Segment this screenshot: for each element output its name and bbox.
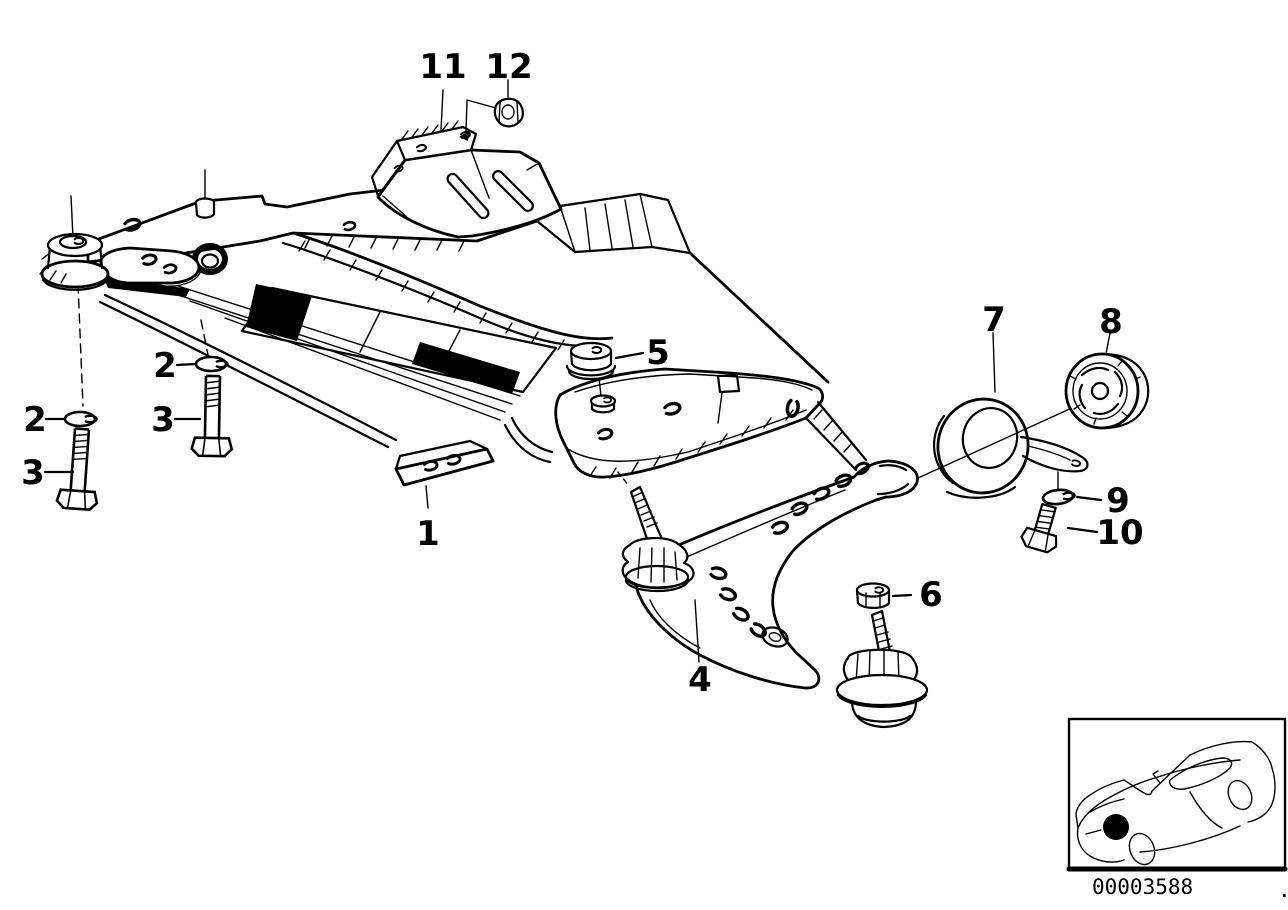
front-ball-joint: [621, 485, 695, 593]
bolt-10: [1020, 502, 1058, 554]
dashed-axis-mid-bolt: [200, 319, 209, 356]
location-marker-dot: [1103, 814, 1129, 840]
self-locking-nut-5: [565, 341, 617, 397]
dashed-axis-left-bolt: [77, 283, 84, 407]
ramp-fold-lines: [279, 294, 461, 369]
callout-6: 6: [919, 575, 943, 615]
plate-pin: [194, 197, 216, 219]
subframe-front-edge: [98, 293, 398, 449]
car-outline-icon: [1075, 740, 1276, 866]
leader-7: [992, 332, 996, 393]
car-thumbnail: 00003588 .: [1066, 717, 1288, 902]
beam-ramp-face: [240, 286, 558, 394]
beam-top-edge-inner: [281, 241, 600, 348]
beam-shadow-fill-right: [412, 342, 520, 394]
right-wing-plate: [554, 367, 868, 479]
callout-2-left: 2: [23, 400, 47, 440]
plate-end-fold: [535, 192, 692, 255]
dashed-axis-ball-joint: [617, 471, 630, 487]
axis-line-left-mount: [70, 195, 74, 239]
callout-10: 10: [1096, 513, 1143, 553]
callout-7: 7: [982, 300, 1006, 340]
left-mount-cup: [39, 232, 110, 291]
leader-2-mid: [175, 362, 197, 367]
bushing-clamp-7: [932, 397, 1089, 499]
callout-leaders: [43, 79, 1111, 663]
washer-2-left: [63, 410, 98, 428]
left-wing-pad: [99, 246, 202, 297]
stray-mark: .: [1278, 878, 1288, 902]
leader-9: [1075, 495, 1103, 502]
leader-arrowhead: [459, 131, 469, 141]
bolt-3-left: [55, 426, 104, 512]
rubber-bushing-8: [1064, 352, 1150, 430]
leader-10: [1066, 526, 1099, 534]
leader-1: [425, 485, 429, 509]
leader-6: [891, 593, 913, 598]
washer-9: [1041, 487, 1077, 507]
leader-8: [1105, 332, 1111, 355]
beam-leaf-lines: [171, 285, 521, 421]
callout-3-mid: 3: [151, 400, 175, 440]
callout-5: 5: [646, 333, 670, 373]
plate-ring-hole-inner: [200, 253, 220, 269]
leader-nut-to-shield: [465, 99, 497, 134]
callout-2-mid: 2: [153, 346, 177, 386]
shield-nut-12: [493, 97, 524, 128]
beam-top-edge: [291, 231, 614, 341]
control-arm-nut-6: [855, 582, 891, 609]
beam-shadow-fill-left: [246, 284, 312, 341]
washer-2-mid: [194, 355, 229, 373]
centre-bracket: [503, 416, 554, 464]
leader-5: [614, 351, 645, 360]
callout-11: 11: [419, 47, 466, 87]
front-flange-plate: [394, 439, 495, 487]
control-arm: [621, 459, 929, 729]
heat-shield-11: [370, 120, 563, 239]
callout-1: 1: [416, 514, 440, 554]
beam-edge-hatch: [298, 240, 565, 351]
callout-9: 9: [1106, 481, 1130, 521]
callout-12: 12: [485, 47, 532, 87]
leader-4: [694, 599, 700, 663]
bolt-3-mid: [190, 374, 235, 458]
callout-labels: 1 2 2 3 3 4 5 6 7 8 9 10 11 12: [21, 47, 1144, 700]
callout-8: 8: [1099, 302, 1123, 342]
image-code: 00003588: [1092, 875, 1193, 899]
callout-4: 4: [688, 660, 712, 700]
leader-11: [440, 89, 444, 131]
callout-3-left: 3: [21, 453, 45, 493]
plate-under-hatch: [304, 235, 465, 252]
rear-ball-joint: [835, 609, 929, 729]
subframe-rear-right-edge: [688, 251, 830, 384]
